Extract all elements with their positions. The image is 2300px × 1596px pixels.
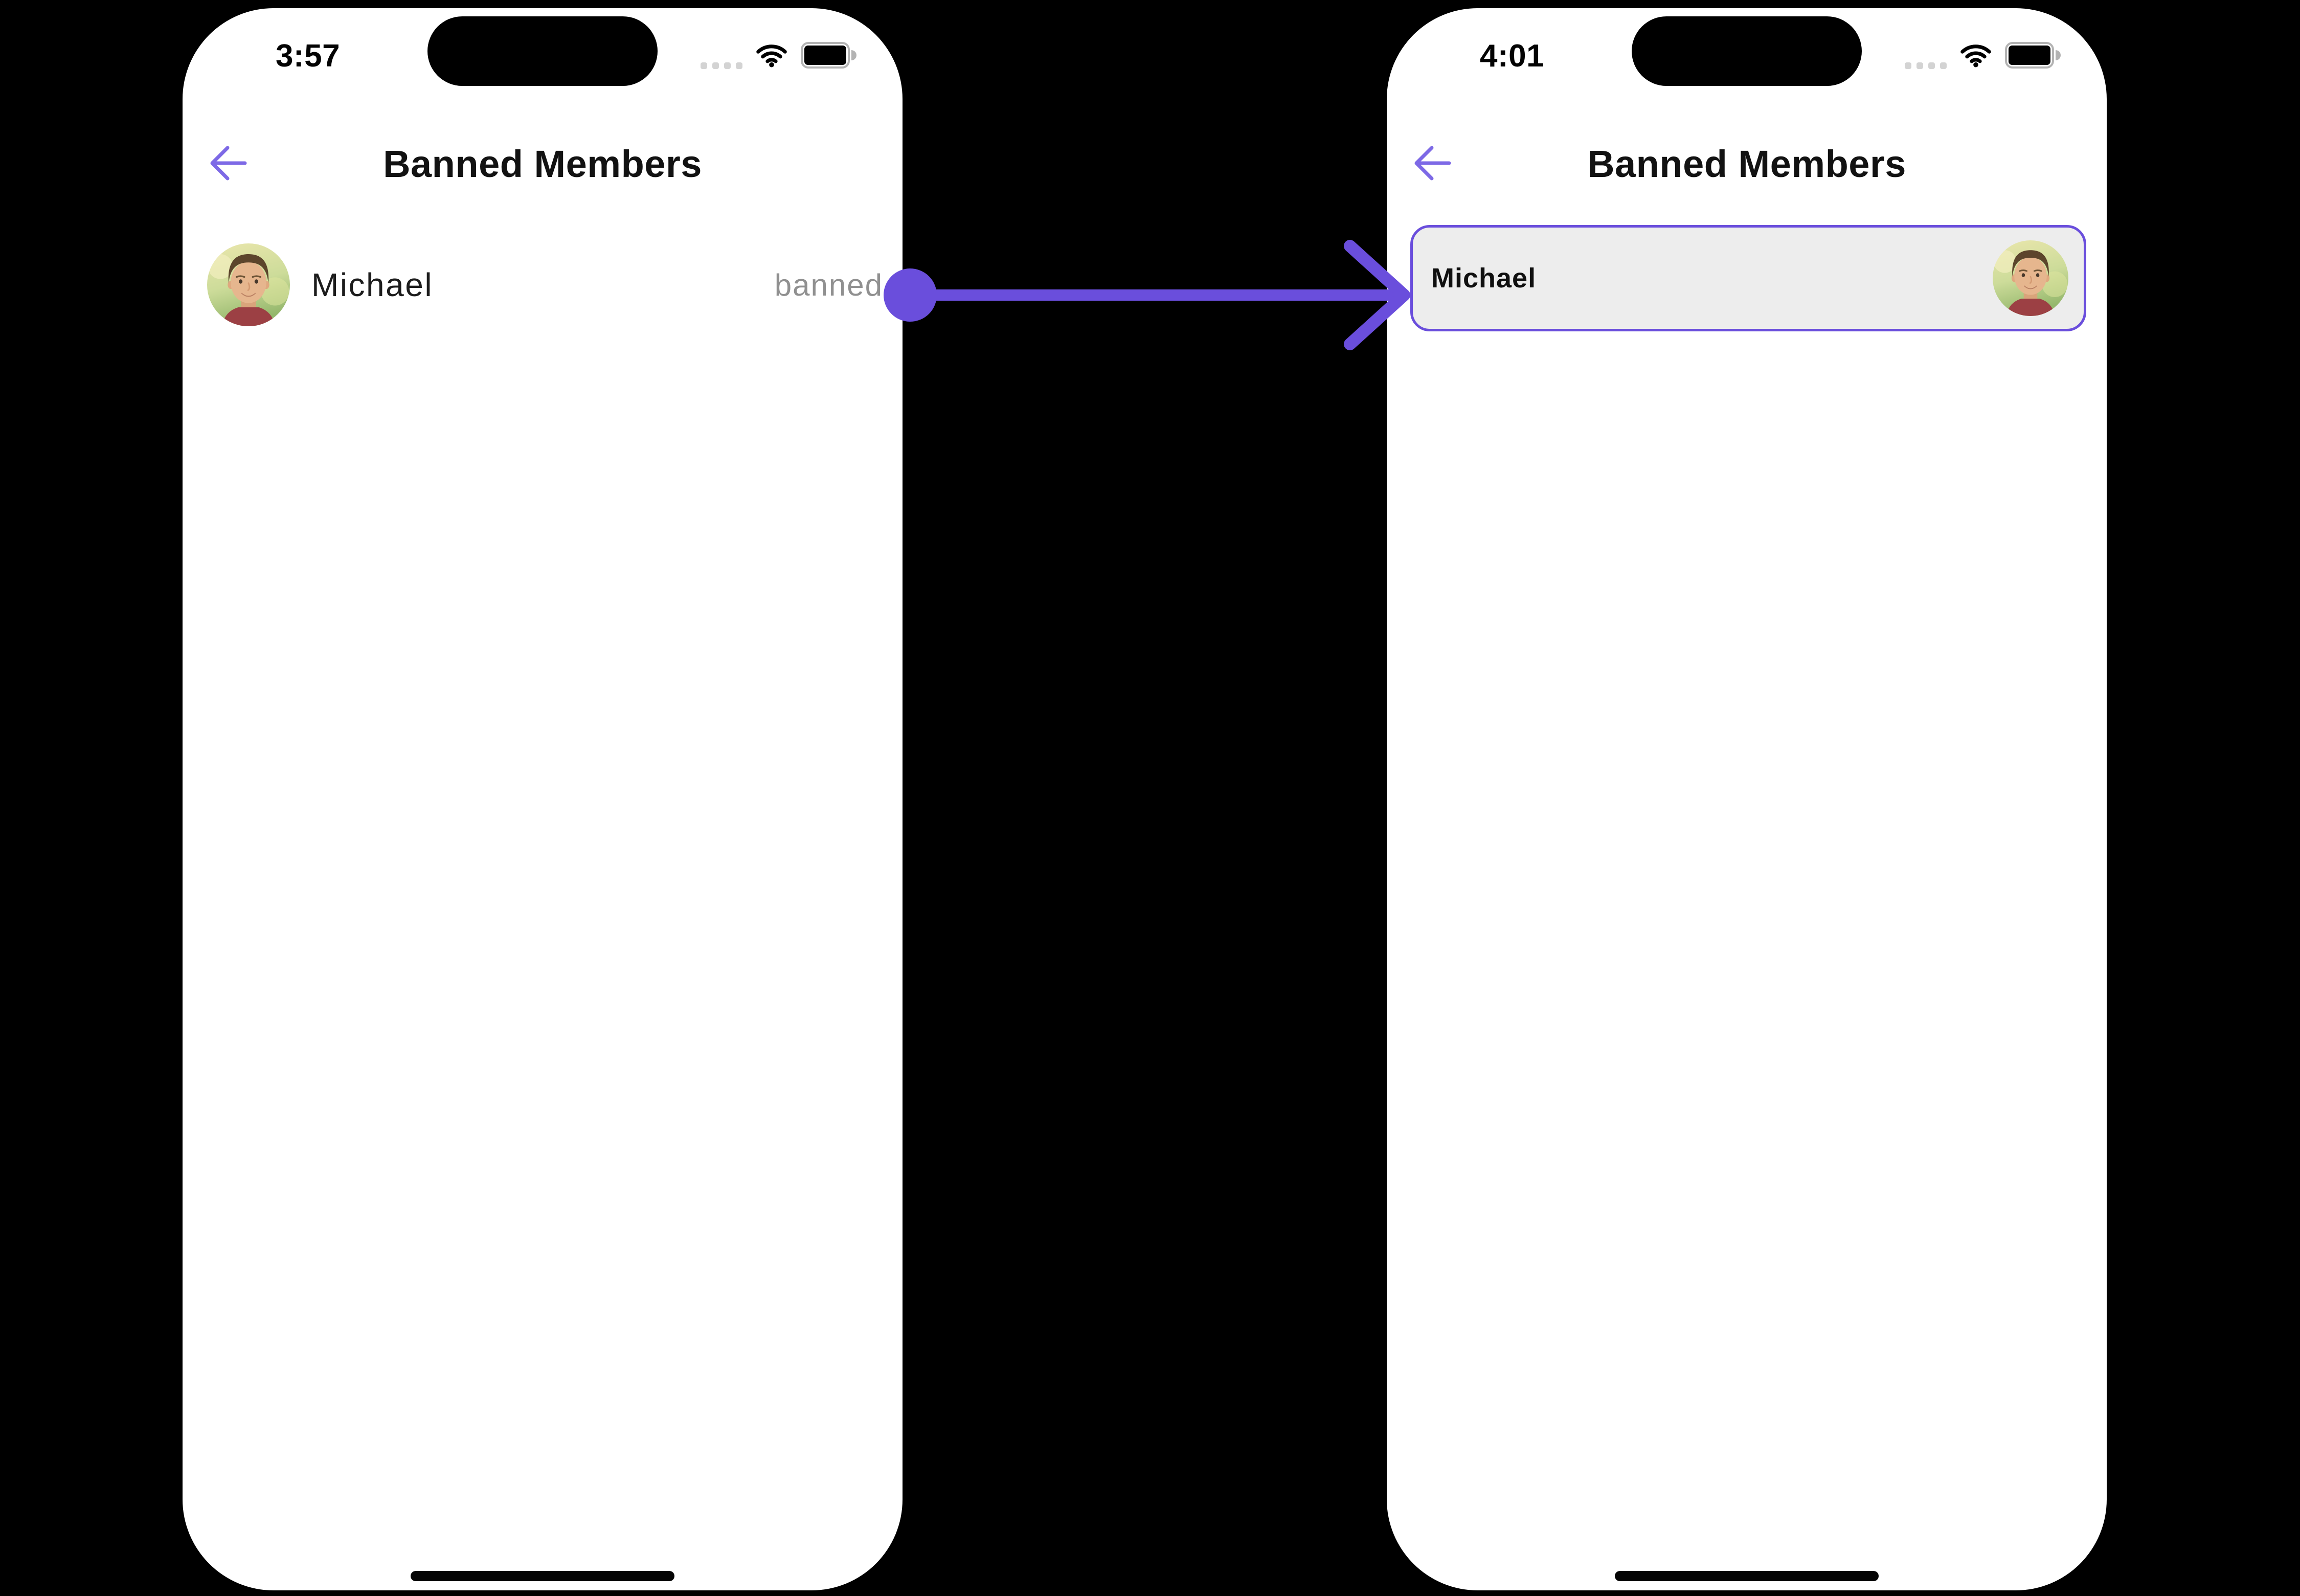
wifi-icon	[756, 44, 787, 68]
banned-member-card[interactable]: Michael	[1410, 225, 2086, 331]
wifi-icon	[1960, 44, 1991, 68]
signal-dot	[712, 62, 719, 69]
signal-dot	[1928, 62, 1935, 69]
signal-dot	[701, 62, 707, 69]
battery-nub	[2056, 50, 2061, 60]
home-indicator[interactable]	[411, 1571, 674, 1581]
status-time: 4:01	[1479, 38, 1545, 74]
battery-nub	[851, 50, 856, 60]
status-time: 3:57	[275, 38, 341, 74]
cellular-signal-icon	[701, 62, 742, 69]
dynamic-island	[427, 16, 658, 86]
page-title: Banned Members	[1587, 143, 1906, 185]
member-name: Michael	[1431, 263, 1537, 294]
back-arrow-icon[interactable]	[1411, 143, 1452, 184]
status-icons	[701, 35, 856, 76]
battery-icon	[801, 42, 856, 69]
member-status-badge: banned	[774, 267, 883, 302]
phone-left: 3:57 Ban	[183, 8, 903, 1590]
avatar	[1993, 240, 2068, 316]
signal-dot	[1905, 62, 1911, 69]
member-name: Michael	[311, 266, 434, 303]
signal-dot	[736, 62, 742, 69]
battery-fill	[804, 46, 846, 65]
battery-icon	[2005, 42, 2061, 69]
transition-arrow-icon	[884, 240, 1410, 350]
back-arrow-icon[interactable]	[207, 143, 248, 184]
status-icons	[1905, 35, 2061, 76]
battery-body	[801, 42, 850, 69]
phone-right: 4:01 Ban	[1387, 8, 2107, 1590]
dynamic-island	[1632, 16, 1862, 86]
page-title: Banned Members	[383, 143, 702, 185]
banned-member-row[interactable]: Michael banned	[207, 243, 883, 326]
battery-fill	[2009, 46, 2050, 65]
signal-dot	[724, 62, 731, 69]
cellular-signal-icon	[1905, 62, 1947, 69]
avatar	[207, 243, 290, 326]
home-indicator[interactable]	[1615, 1571, 1879, 1581]
battery-body	[2005, 42, 2054, 69]
signal-dot	[1916, 62, 1923, 69]
signal-dot	[1940, 62, 1947, 69]
